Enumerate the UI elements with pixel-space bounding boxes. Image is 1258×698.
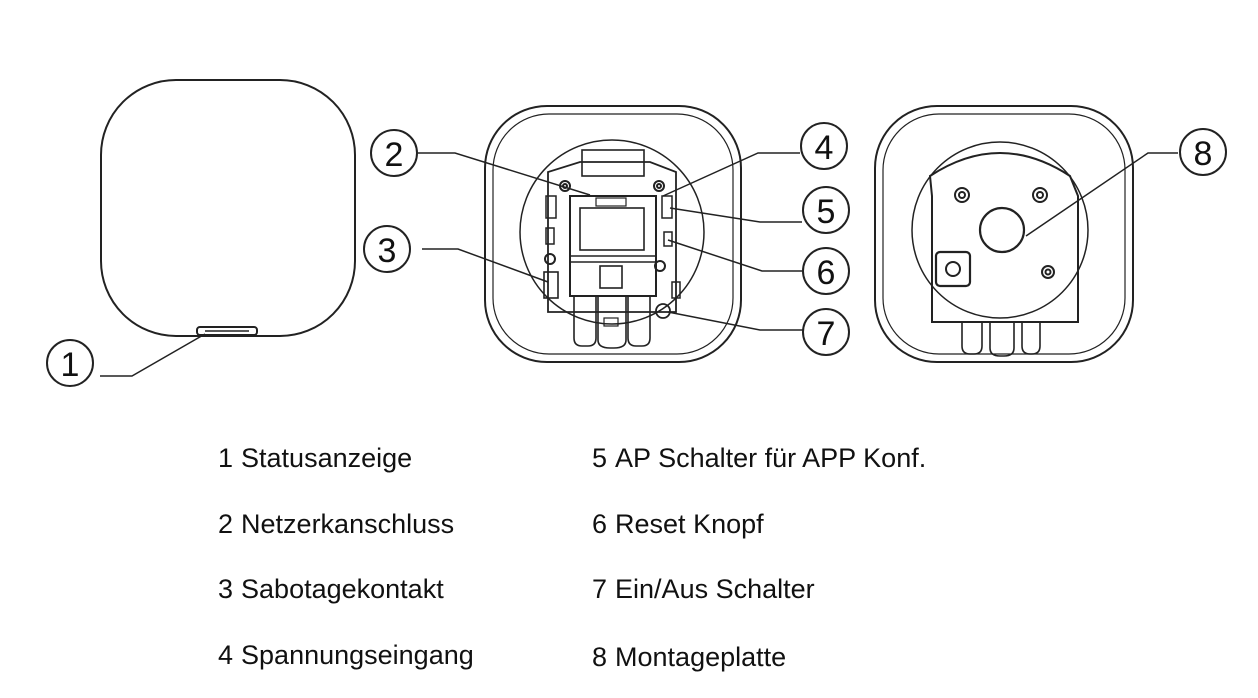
legend-number: 8 <box>592 642 608 672</box>
status-indicator <box>196 326 258 336</box>
legend-label: Montageplatte <box>615 642 787 672</box>
legend-number: 6 <box>592 509 608 539</box>
legend-label: Ein/Aus Schalter <box>615 574 815 604</box>
leader-2 <box>418 152 591 196</box>
callout-number-6: 6 <box>817 254 836 292</box>
leader-7 <box>667 311 804 331</box>
legend-label: Reset Knopf <box>615 509 764 539</box>
callout-circle-8 <box>1179 128 1227 176</box>
front-view <box>100 79 356 337</box>
legend-number: 3 <box>218 574 234 604</box>
callout-circle-1 <box>46 339 94 387</box>
leader-4 <box>662 152 800 197</box>
leader-8 <box>1025 152 1178 237</box>
callout-circle-7 <box>802 308 850 356</box>
leader-1 <box>100 333 206 377</box>
callout-circle-5 <box>802 186 850 234</box>
callout-circle-3 <box>363 225 411 273</box>
callout-number-5: 5 <box>817 193 836 231</box>
callout-number-3: 3 <box>378 232 397 270</box>
leader-6 <box>667 239 804 272</box>
back-view-mounting-plate <box>874 105 1134 363</box>
callout-circle-2 <box>370 129 418 177</box>
callout-number-7: 7 <box>817 315 836 353</box>
legend-label: AP Schalter für APP Konf. <box>615 443 927 473</box>
leader-lines <box>100 152 1178 377</box>
legend-number: 5 <box>592 443 608 473</box>
device-diagram: 1 2 3 4 5 6 7 8 <box>46 79 1227 387</box>
callout-number-8: 8 <box>1194 135 1213 173</box>
legend-label: Spannungseingang <box>241 640 474 670</box>
legend-number: 4 <box>218 640 234 670</box>
leader-5 <box>669 207 802 223</box>
callout-number-2: 2 <box>385 136 404 174</box>
callout-circle-6 <box>802 247 850 295</box>
legend-number: 2 <box>218 509 234 539</box>
callout-number-4: 4 <box>815 129 834 167</box>
legend-label: Statusanzeige <box>241 443 413 473</box>
back-view-open <box>484 105 742 363</box>
leader-3 <box>422 248 549 283</box>
legend-label: Sabotagekontakt <box>241 574 444 604</box>
legend-number: 7 <box>592 574 608 604</box>
callout-circle-4 <box>800 122 848 170</box>
callout-number-1: 1 <box>61 346 80 384</box>
legend-label: Netzerkanschluss <box>241 509 455 539</box>
legend-number: 1 <box>218 443 234 473</box>
